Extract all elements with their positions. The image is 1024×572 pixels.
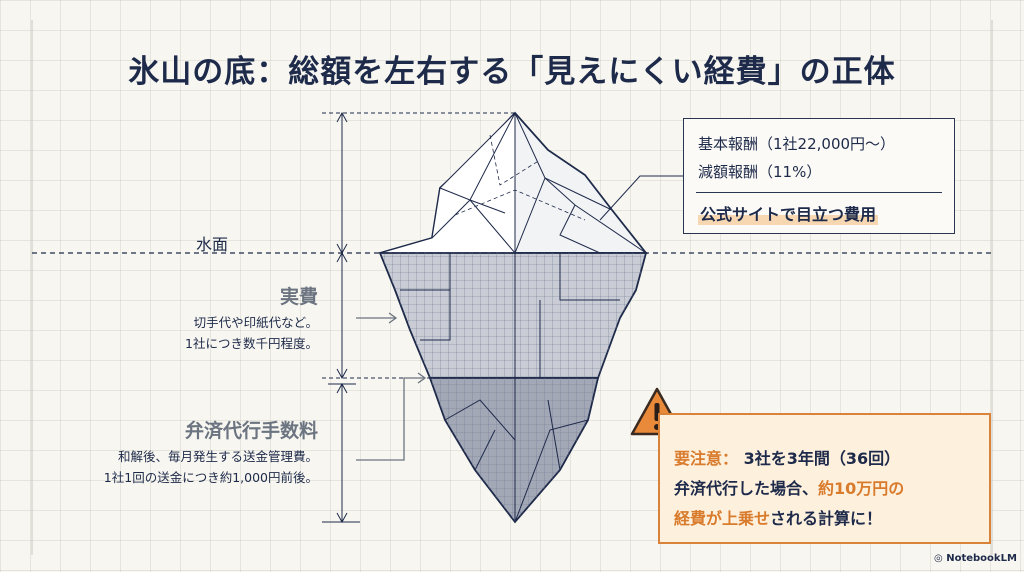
warning-amount: 約10万円の	[818, 479, 905, 498]
logo-text: NotebookLM	[946, 553, 1017, 564]
section-arrows	[356, 312, 427, 461]
callout-line-base-fee: 基本報酬（1社22,000円〜）	[698, 135, 896, 153]
warning-line-2-text: 弁済代行した場合、	[674, 479, 819, 498]
section-heading-jippi: 実費	[279, 286, 318, 308]
warning-label: 要注意：	[674, 449, 739, 468]
warning-line-1-text: 3社を3年間（36回）	[738, 449, 901, 468]
warning-line-2: 弁済代行した場合、約10万円の	[674, 475, 904, 499]
section-heading-bensai: 弁済代行手数料	[184, 420, 318, 442]
warning-line-3-text: される計算に！	[770, 509, 883, 528]
section-line: 和解後、毎月発生する送金管理費。	[117, 449, 318, 464]
water-surface-label: 水面	[196, 235, 229, 254]
callout-divider	[696, 192, 942, 193]
callout-highlight: 公式サイトで目立つ費用	[698, 201, 879, 225]
logo-icon: ◎	[934, 553, 947, 564]
section-line: 1社につき数千円程度。	[185, 336, 318, 351]
warning-line-1: 要注意： 3社を3年間（36回）	[674, 445, 900, 469]
warning-box: 要注意： 3社を3年間（36回） 弁済代行した場合、約10万円の 経費が上乗せさ…	[658, 413, 991, 544]
page-title: 氷山の底：総額を左右する「見えにくい経費」の正体	[128, 54, 896, 90]
section-body-bensai: 和解後、毎月発生する送金管理費。 1社1回の送金につき約1,000円前後。	[20, 446, 318, 488]
iceberg-bottom	[428, 377, 600, 524]
dimension-lines	[322, 111, 515, 524]
notebooklm-logo: ◎ NotebookLM	[934, 553, 1017, 564]
iceberg-top	[379, 111, 648, 254]
warning-line-3: 経費が上乗せされる計算に！	[674, 505, 882, 529]
section-line: 切手代や印紙代など。	[193, 315, 318, 330]
callout-leader	[599, 175, 683, 221]
warning-surcharge: 経費が上乗せ	[674, 509, 771, 528]
section-body-jippi: 切手代や印紙代など。 1社につき数千円程度。	[40, 312, 318, 354]
visible-fees-callout: 基本報酬（1社22,000円〜） 減額報酬（11%） 公式サイトで目立つ費用	[683, 118, 955, 234]
callout-line-reduction-fee: 減額報酬（11%）	[698, 163, 822, 181]
section-line: 1社1回の送金につき約1,000円前後。	[103, 470, 318, 485]
iceberg-middle	[378, 252, 648, 379]
